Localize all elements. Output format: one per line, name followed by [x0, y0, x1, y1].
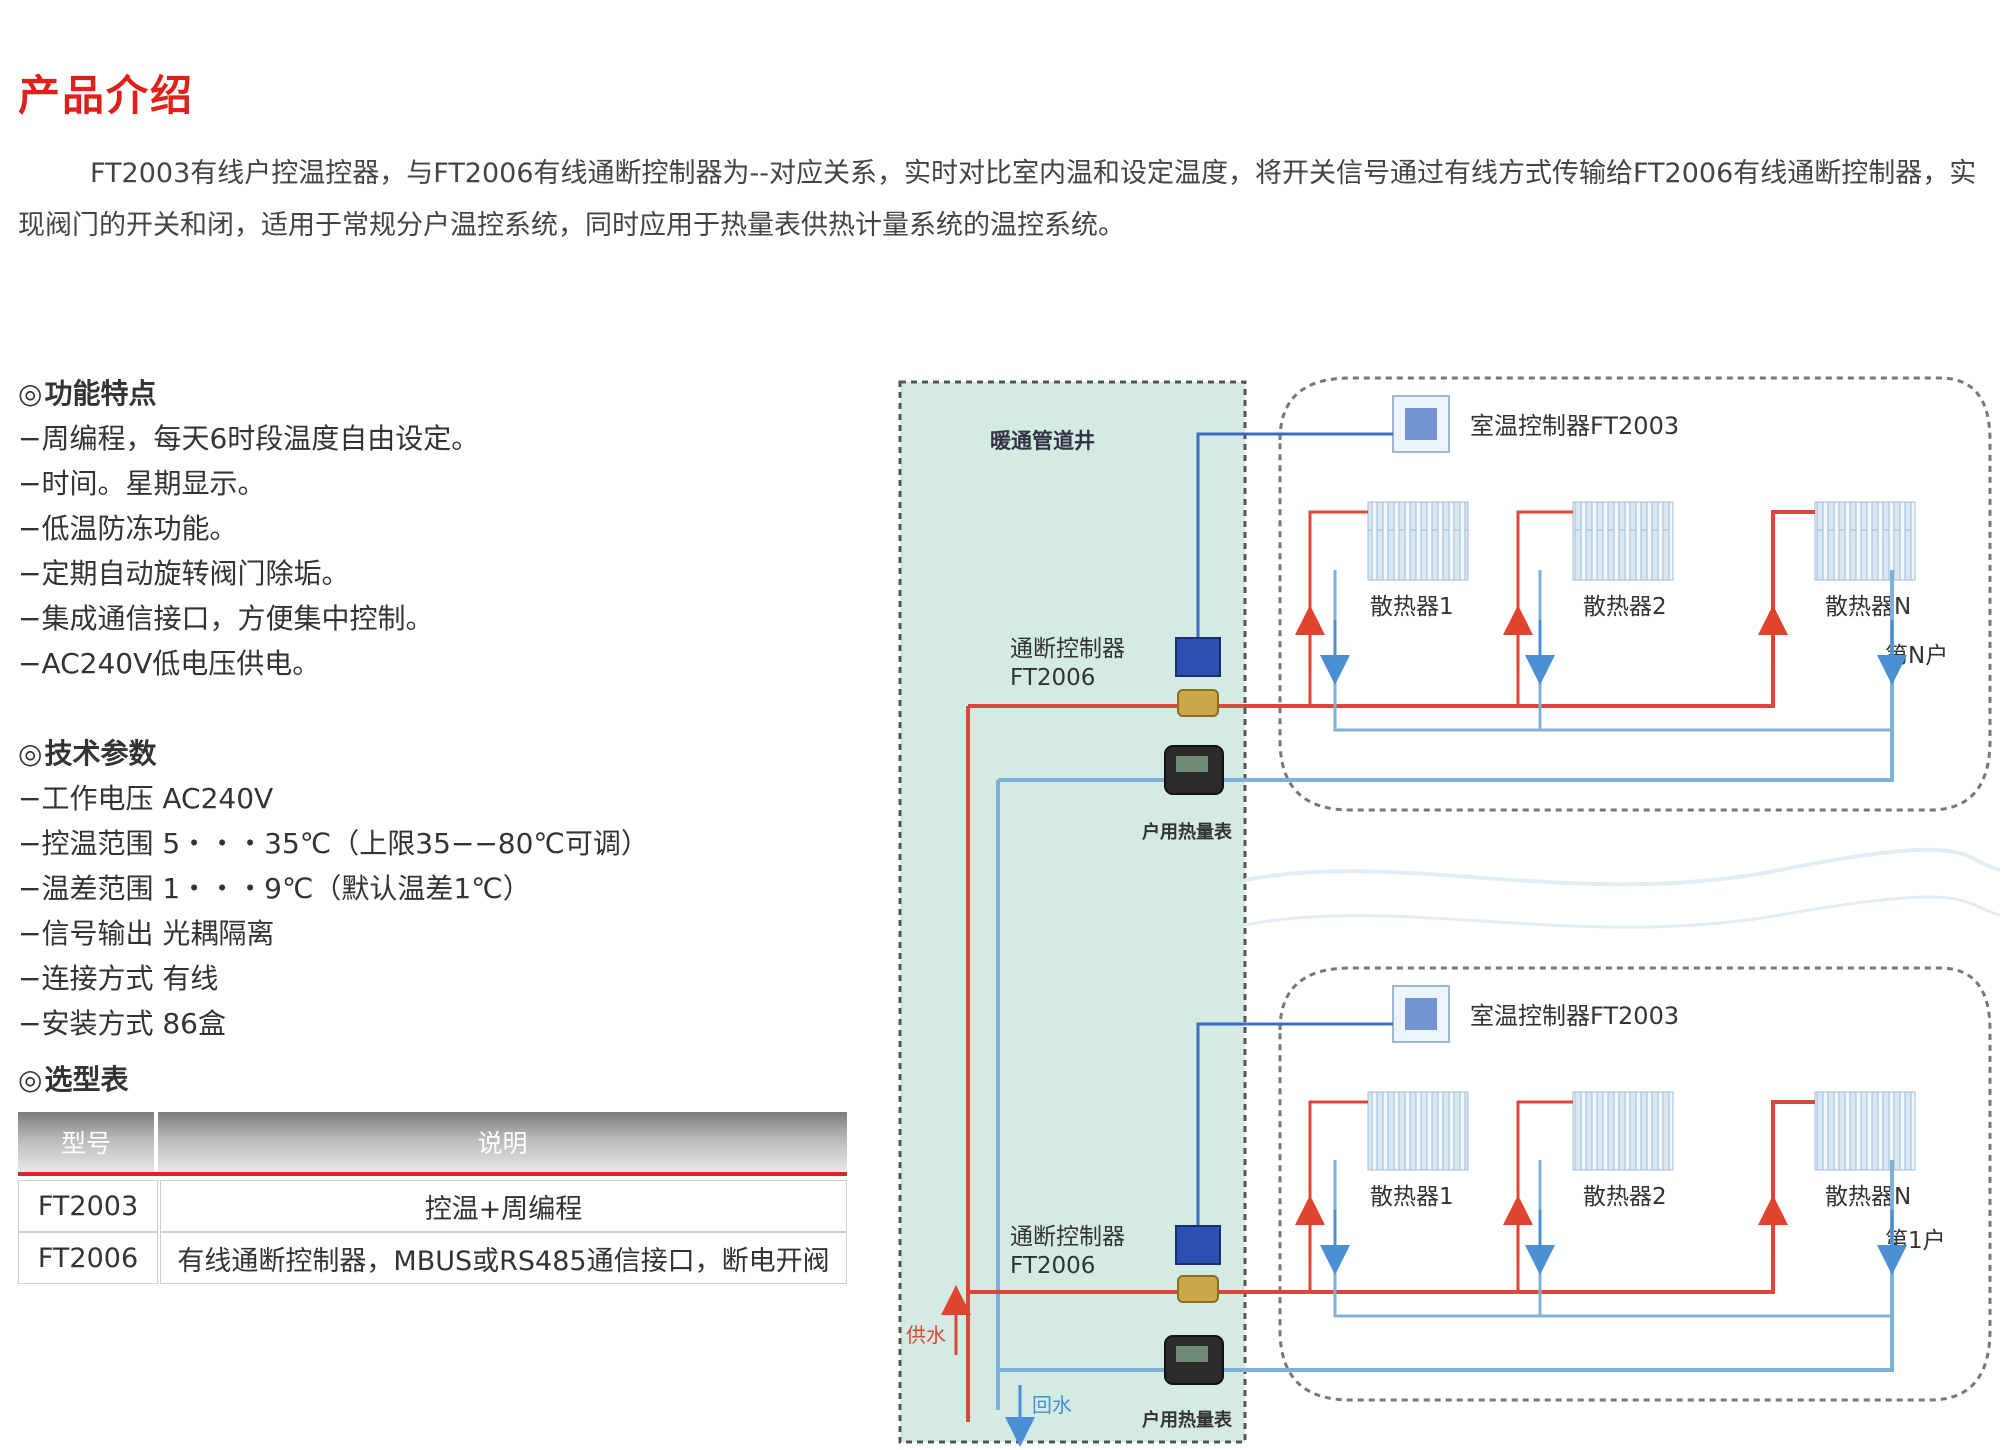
pipe-shaft	[898, 380, 1247, 1444]
radiator-2-label: 散热器2	[1583, 594, 1667, 620]
radiator-2	[1572, 501, 1674, 581]
intro-text: FT2003有线户控温控器，与FT2006有线通断控制器为--对应关系，实时对比…	[18, 158, 1977, 241]
radiator-n	[1814, 1091, 1916, 1171]
list-item: −集成通信接口，方便集中控制。	[18, 602, 434, 635]
cell-desc: 有线通断控制器，MBUS或RS485通信接口，断电开阀	[160, 1232, 847, 1284]
list-item: −控温范围 5・・・35℃（上限35−−80℃可调）	[18, 827, 649, 860]
radiator-2	[1572, 1091, 1674, 1171]
unit-bottom: 室温控制器FT2003 散热器1 散热器2 散热器N 第1户 通断控制器 FT2…	[968, 966, 1992, 1431]
supply-riser-1	[1308, 1100, 1368, 1292]
circle-mark-icon: ◎	[18, 737, 43, 770]
heat-meter-label: 户用热量表	[1142, 1409, 1233, 1431]
list-item: −低温防冻功能。	[18, 512, 238, 545]
household-boundary	[1278, 376, 1992, 812]
heat-meter-display	[1176, 1346, 1208, 1362]
valve-name-label: 通断控制器	[1010, 1224, 1125, 1250]
valve-model-label: FT2006	[1010, 1253, 1095, 1279]
heating-system-diagram: 暖通管道井 室温控制器FT2003 散热器1 散热器2 散热器N 第N户	[880, 370, 2000, 1450]
column-header-model: 型号	[18, 1112, 154, 1172]
specs-heading: ◎技术参数	[18, 732, 156, 772]
specs-list: −工作电压 AC240V −控温范围 5・・・35℃（上限35−−80℃可调） …	[18, 776, 649, 1046]
list-item: −定期自动旋转阀门除垢。	[18, 557, 350, 590]
intro-paragraph: FT2003有线户控温控器，与FT2006有线通断控制器为--对应关系，实时对比…	[18, 148, 1978, 252]
thermostat-screen	[1405, 408, 1437, 440]
cell-model: FT2003	[18, 1180, 158, 1232]
selection-table: 型号 说明 FT2003 控温+周编程 FT2006 有线通断控制器，MBUS或…	[18, 1112, 847, 1284]
specs-heading-text: 技术参数	[44, 737, 157, 770]
valve-body-icon	[1177, 1275, 1219, 1303]
page-title: 产品介绍	[18, 71, 195, 120]
heat-meter-label: 户用热量表	[1142, 821, 1233, 843]
list-item: −工作电压 AC240V	[18, 782, 274, 815]
supply-riser-2	[1516, 1100, 1573, 1292]
radiator-1	[1367, 1091, 1469, 1171]
features-heading: ◎功能特点	[18, 372, 156, 412]
list-item: −周编程，每天6时段温度自由设定。	[18, 422, 480, 455]
circle-mark-icon: ◎	[18, 1063, 43, 1096]
household-label: 第1户	[1885, 1228, 1946, 1254]
return-label: 回水	[1032, 1393, 1072, 1417]
household-boundary	[1278, 966, 1992, 1402]
features-heading-text: 功能特点	[44, 377, 157, 410]
list-item: −温差范围 1・・・9℃（默认温差1℃）	[18, 872, 531, 905]
radiator-n-label: 散热器N	[1825, 594, 1911, 620]
signal-wire	[1196, 432, 1393, 662]
column-header-desc: 说明	[158, 1112, 847, 1172]
radiator-1-label: 散热器1	[1370, 1184, 1454, 1210]
radiator-1-label: 散热器1	[1370, 594, 1454, 620]
table-header: 型号 说明	[18, 1112, 847, 1176]
selection-heading: ◎选型表	[18, 1058, 128, 1098]
radiator-1	[1367, 501, 1469, 581]
cell-desc: 控温+周编程	[160, 1180, 847, 1232]
valve-model-label: FT2006	[1010, 665, 1095, 691]
thermostat-screen	[1405, 998, 1437, 1030]
list-item: −连接方式 有线	[18, 962, 219, 995]
selection-heading-text: 选型表	[44, 1063, 129, 1096]
signal-wire	[1196, 1022, 1393, 1250]
shaft-label: 暖通管道井	[990, 429, 1095, 453]
valve-name-label: 通断控制器	[1010, 636, 1125, 662]
list-item: −信号输出 光耦隔离	[18, 917, 275, 950]
radiator-2-label: 散热器2	[1583, 1184, 1667, 1210]
radiator-n	[1814, 501, 1916, 581]
circle-mark-icon: ◎	[18, 377, 43, 410]
household-label: 第N户	[1885, 643, 1948, 669]
table-row: FT2006 有线通断控制器，MBUS或RS485通信接口，断电开阀	[18, 1232, 847, 1284]
table-row: FT2003 控温+周编程	[18, 1180, 847, 1232]
floor-separator	[1244, 847, 2000, 887]
radiator-n-label: 散热器N	[1825, 1184, 1911, 1210]
valve-body-icon	[1177, 689, 1219, 717]
supply-riser-2	[1516, 510, 1573, 706]
valve-actuator-icon	[1175, 1225, 1221, 1265]
floor-separator	[1244, 895, 2000, 929]
supply-riser-1	[1308, 510, 1368, 706]
heat-meter-display	[1176, 756, 1208, 772]
cell-model: FT2006	[18, 1232, 158, 1284]
list-item: −AC240V低电压供电。	[18, 647, 321, 680]
thermostat-label: 室温控制器FT2003	[1470, 412, 1679, 440]
list-item: −时间。星期显示。	[18, 467, 266, 500]
valve-actuator-icon	[1175, 637, 1221, 677]
features-list: −周编程，每天6时段温度自由设定。 −时间。星期显示。 −低温防冻功能。 −定期…	[18, 416, 479, 686]
thermostat-label: 室温控制器FT2003	[1470, 1002, 1679, 1030]
unit-top: 室温控制器FT2003 散热器1 散热器2 散热器N 第N户 通断控制器 FT2…	[966, 376, 1992, 1422]
supply-label: 供水	[906, 1323, 946, 1347]
list-item: −安装方式 86盒	[18, 1007, 226, 1040]
